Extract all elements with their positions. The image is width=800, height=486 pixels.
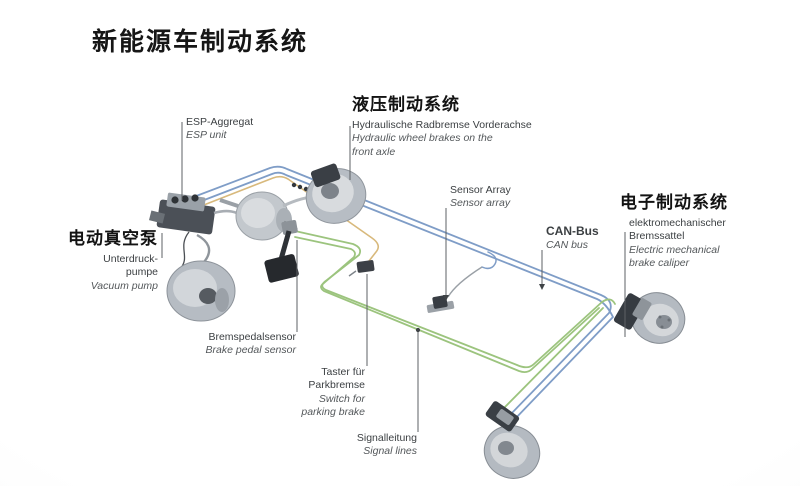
can-bus-line-outer bbox=[182, 165, 612, 418]
rear-wheel-bottom bbox=[483, 401, 541, 479]
parking-brake-switch bbox=[348, 260, 375, 277]
label-esp-de: ESP-Aggregat bbox=[186, 116, 254, 128]
label-vacuum-zh: 电动真空泵 bbox=[68, 229, 158, 248]
sensor-array-lead bbox=[447, 266, 483, 298]
label-hydraulic-zh: 液压制动系统 bbox=[352, 95, 460, 114]
label-electronic-de2: Bremssattel bbox=[629, 230, 685, 243]
label-can-de: CAN-Bus bbox=[546, 224, 599, 238]
can-bus-line bbox=[182, 165, 614, 422]
signal-line-outer bbox=[294, 230, 616, 369]
label-pedal-en: Brake pedal sensor bbox=[205, 344, 296, 357]
label-sensor-array: Sensor Array Sensor array bbox=[450, 184, 511, 211]
label-can-en: CAN bus bbox=[546, 239, 589, 252]
front-wheel-brake bbox=[291, 163, 367, 224]
label-esp-unit: ESP-Aggregat ESP unit bbox=[186, 116, 253, 143]
label-parking-en1: Switch for bbox=[318, 392, 365, 405]
page-title: 新能源车制动系统 bbox=[92, 28, 309, 56]
vacuum-pump bbox=[166, 260, 236, 322]
label-parking-de1: Taster für bbox=[321, 366, 365, 378]
label-vacuum-de2: pumpe bbox=[125, 266, 158, 279]
signal-line-rear-run bbox=[499, 307, 604, 413]
label-electronic-zh: 电子制动系统 bbox=[620, 193, 728, 212]
signal-pointer-dot bbox=[415, 327, 421, 333]
label-electronic-en1: Electric mechanical bbox=[629, 243, 720, 256]
label-hydraulic-brake-system: 液压制动系统 Hydraulische Radbremse Vorderachs… bbox=[352, 94, 532, 159]
rear-wheel-right bbox=[613, 292, 686, 344]
brake-pedal bbox=[264, 220, 299, 283]
pointer-lines bbox=[161, 122, 626, 432]
label-vacuum-de1: Unterdruck- bbox=[103, 252, 158, 265]
label-parking-brake-switch: Taster für Parkbremse Switch for parking… bbox=[255, 366, 365, 420]
label-vacuum-pump: 电动真空泵 Unterdruck- pumpe Vacuum pump bbox=[38, 228, 158, 293]
label-signal-lines: Signalleitung Signal lines bbox=[307, 432, 417, 459]
label-electronic-brake-system: 电子制动系统 elektromechanischer Bremssattel E… bbox=[620, 192, 728, 271]
esp-unit bbox=[148, 192, 216, 235]
label-electronic-en2: brake caliper bbox=[629, 257, 690, 270]
signal-line-inner bbox=[294, 236, 600, 374]
sensor-array-box bbox=[426, 295, 455, 313]
label-signal-en: Signal lines bbox=[363, 445, 417, 458]
label-esp-en: ESP unit bbox=[186, 129, 227, 142]
can-bus-service-loop bbox=[481, 251, 497, 270]
pump-hose bbox=[196, 233, 211, 263]
label-signal-de: Signalleitung bbox=[356, 432, 417, 444]
label-hydraulic-en2: front axle bbox=[352, 145, 396, 158]
sensor-pointer-arrow bbox=[443, 295, 449, 301]
label-pedal-de: Bremspedalsensor bbox=[208, 331, 296, 343]
label-electronic-de1: elektromechanischer bbox=[629, 216, 726, 229]
label-vacuum-en: Vacuum pump bbox=[90, 279, 158, 292]
brake-booster bbox=[219, 191, 298, 241]
label-parking-en2: parking brake bbox=[301, 406, 365, 419]
label-can-bus: CAN-Bus CAN bus bbox=[546, 224, 599, 253]
signal-line bbox=[294, 230, 616, 413]
label-brake-pedal-sensor: Bremspedalsensor Brake pedal sensor bbox=[166, 331, 296, 358]
label-hydraulic-en1: Hydraulic wheel brakes on the bbox=[352, 132, 493, 145]
label-hydraulic-de: Hydraulische Radbremse Vorderachse bbox=[352, 118, 532, 131]
label-sensor-de: Sensor Array bbox=[450, 184, 511, 196]
label-parking-de2: Parkbremse bbox=[308, 379, 365, 392]
can-bus-line-inner bbox=[185, 171, 614, 422]
can-pointer-arrow bbox=[539, 284, 545, 290]
label-sensor-en: Sensor array bbox=[450, 197, 511, 210]
